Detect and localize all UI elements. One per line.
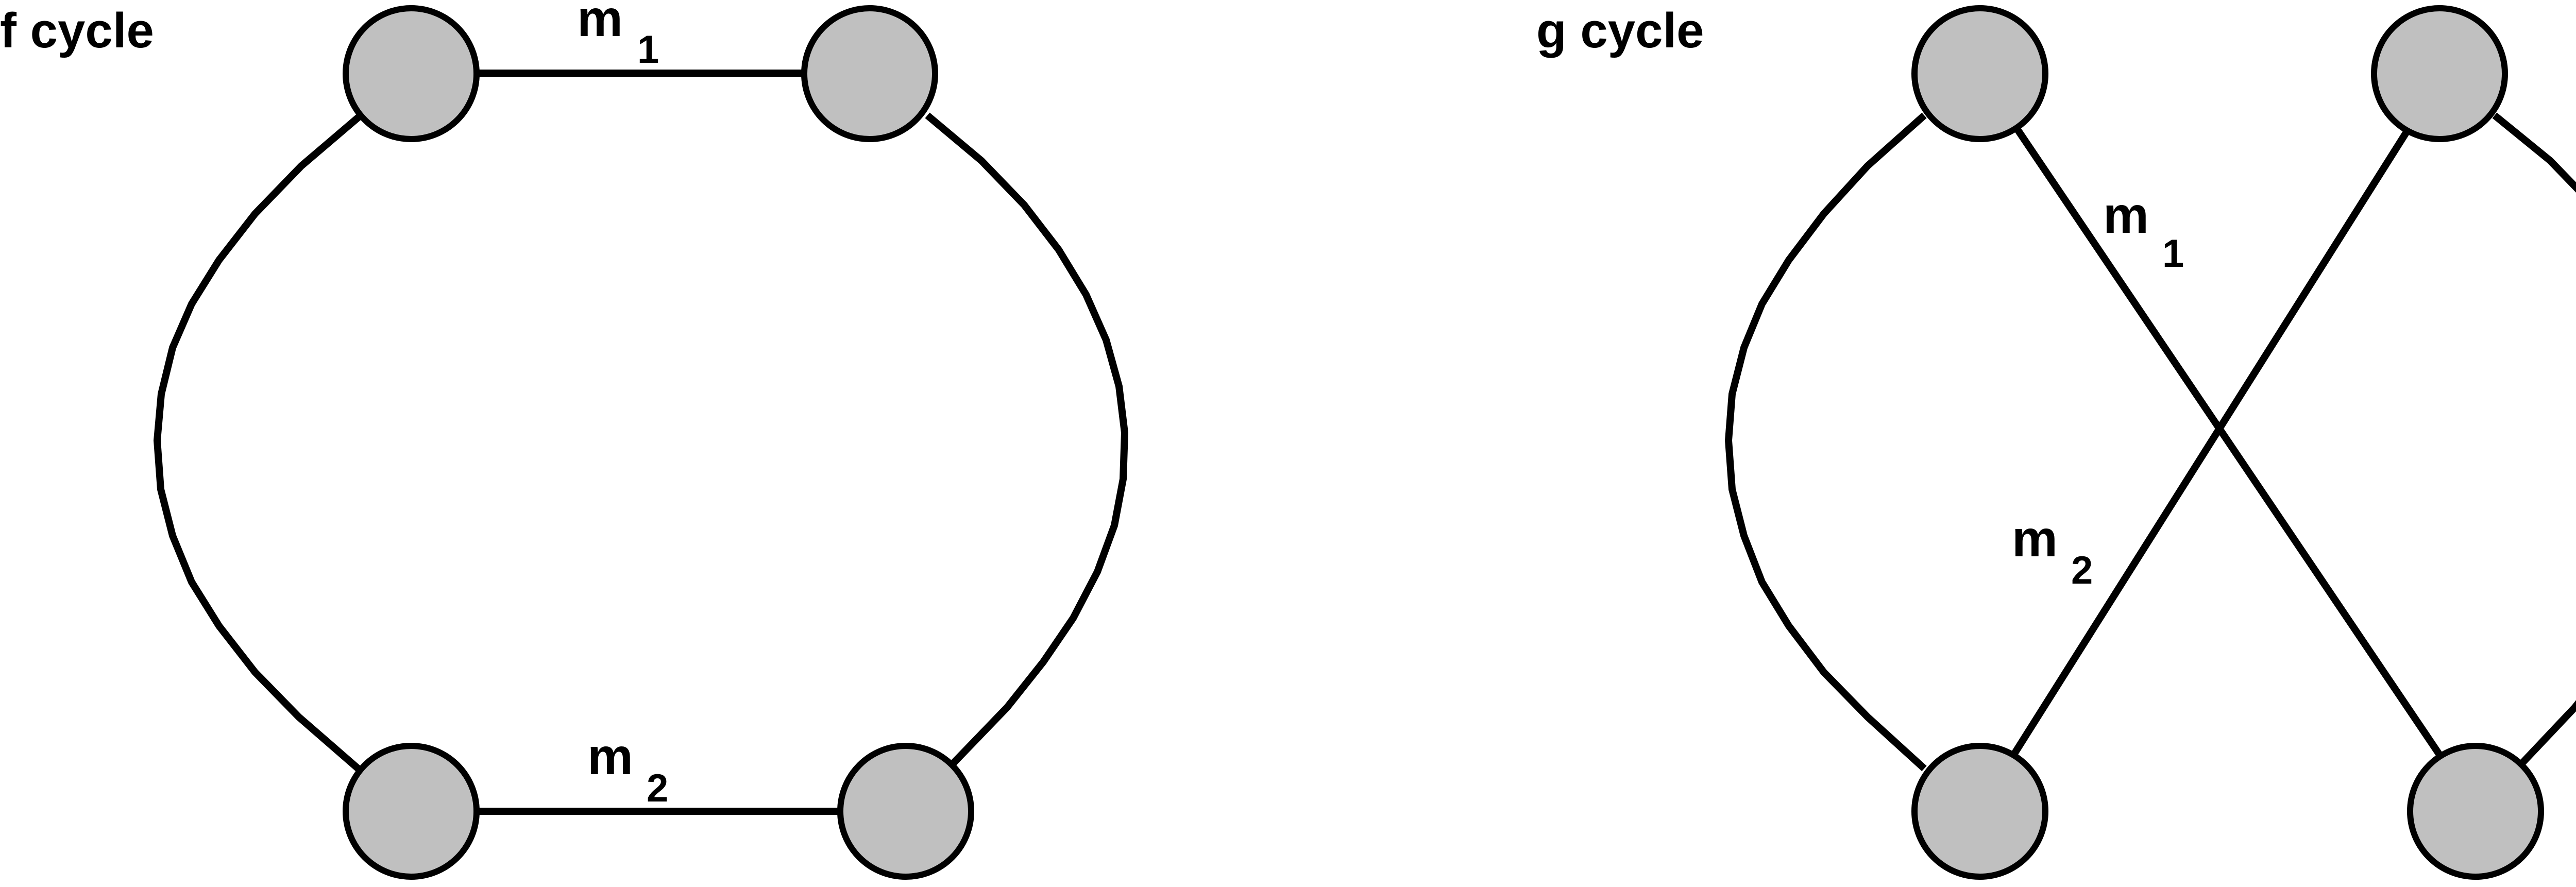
f-node-top-left (343, 5, 480, 142)
g-right-arc-edge (2492, 112, 2576, 766)
svg-text:1: 1 (637, 28, 659, 72)
g-node-bottom-left (1911, 743, 2048, 880)
f-cycle-panel: f cycle m 1 m 2 (0, 0, 1129, 880)
f-label-m2: m 2 (587, 728, 668, 810)
svg-text:2: 2 (647, 766, 668, 810)
f-left-arc-edge (153, 112, 363, 772)
f-node-bottom-right (837, 743, 974, 880)
svg-text:m: m (577, 0, 623, 47)
f-label-m1: m 1 (577, 0, 659, 72)
g-node-top-left (1911, 5, 2048, 142)
svg-text:m: m (2103, 186, 2149, 244)
f-node-top-right (801, 5, 938, 142)
g-label-m2: m 2 (2012, 510, 2093, 592)
f-cycle-title: f cycle (0, 3, 154, 58)
svg-text:2: 2 (2071, 549, 2093, 592)
g-cross-edge-m1 (2014, 127, 2444, 758)
svg-text:1: 1 (2162, 232, 2184, 276)
g-cross-edge-m2 (2011, 127, 2412, 756)
g-node-bottom-right (2407, 743, 2544, 880)
g-cycle-title: g cycle (1536, 3, 1704, 58)
svg-text:m: m (2012, 510, 2058, 568)
svg-text:m: m (587, 728, 633, 786)
f-node-bottom-left (343, 743, 480, 880)
g-left-arc-edge (1724, 112, 1927, 772)
g-label-m1: m 1 (2103, 186, 2184, 276)
g-cycle-panel: g cycle m 1 m 2 (1536, 3, 2576, 880)
g-node-top-right (2371, 5, 2508, 142)
f-right-arc-edge (925, 112, 1129, 766)
